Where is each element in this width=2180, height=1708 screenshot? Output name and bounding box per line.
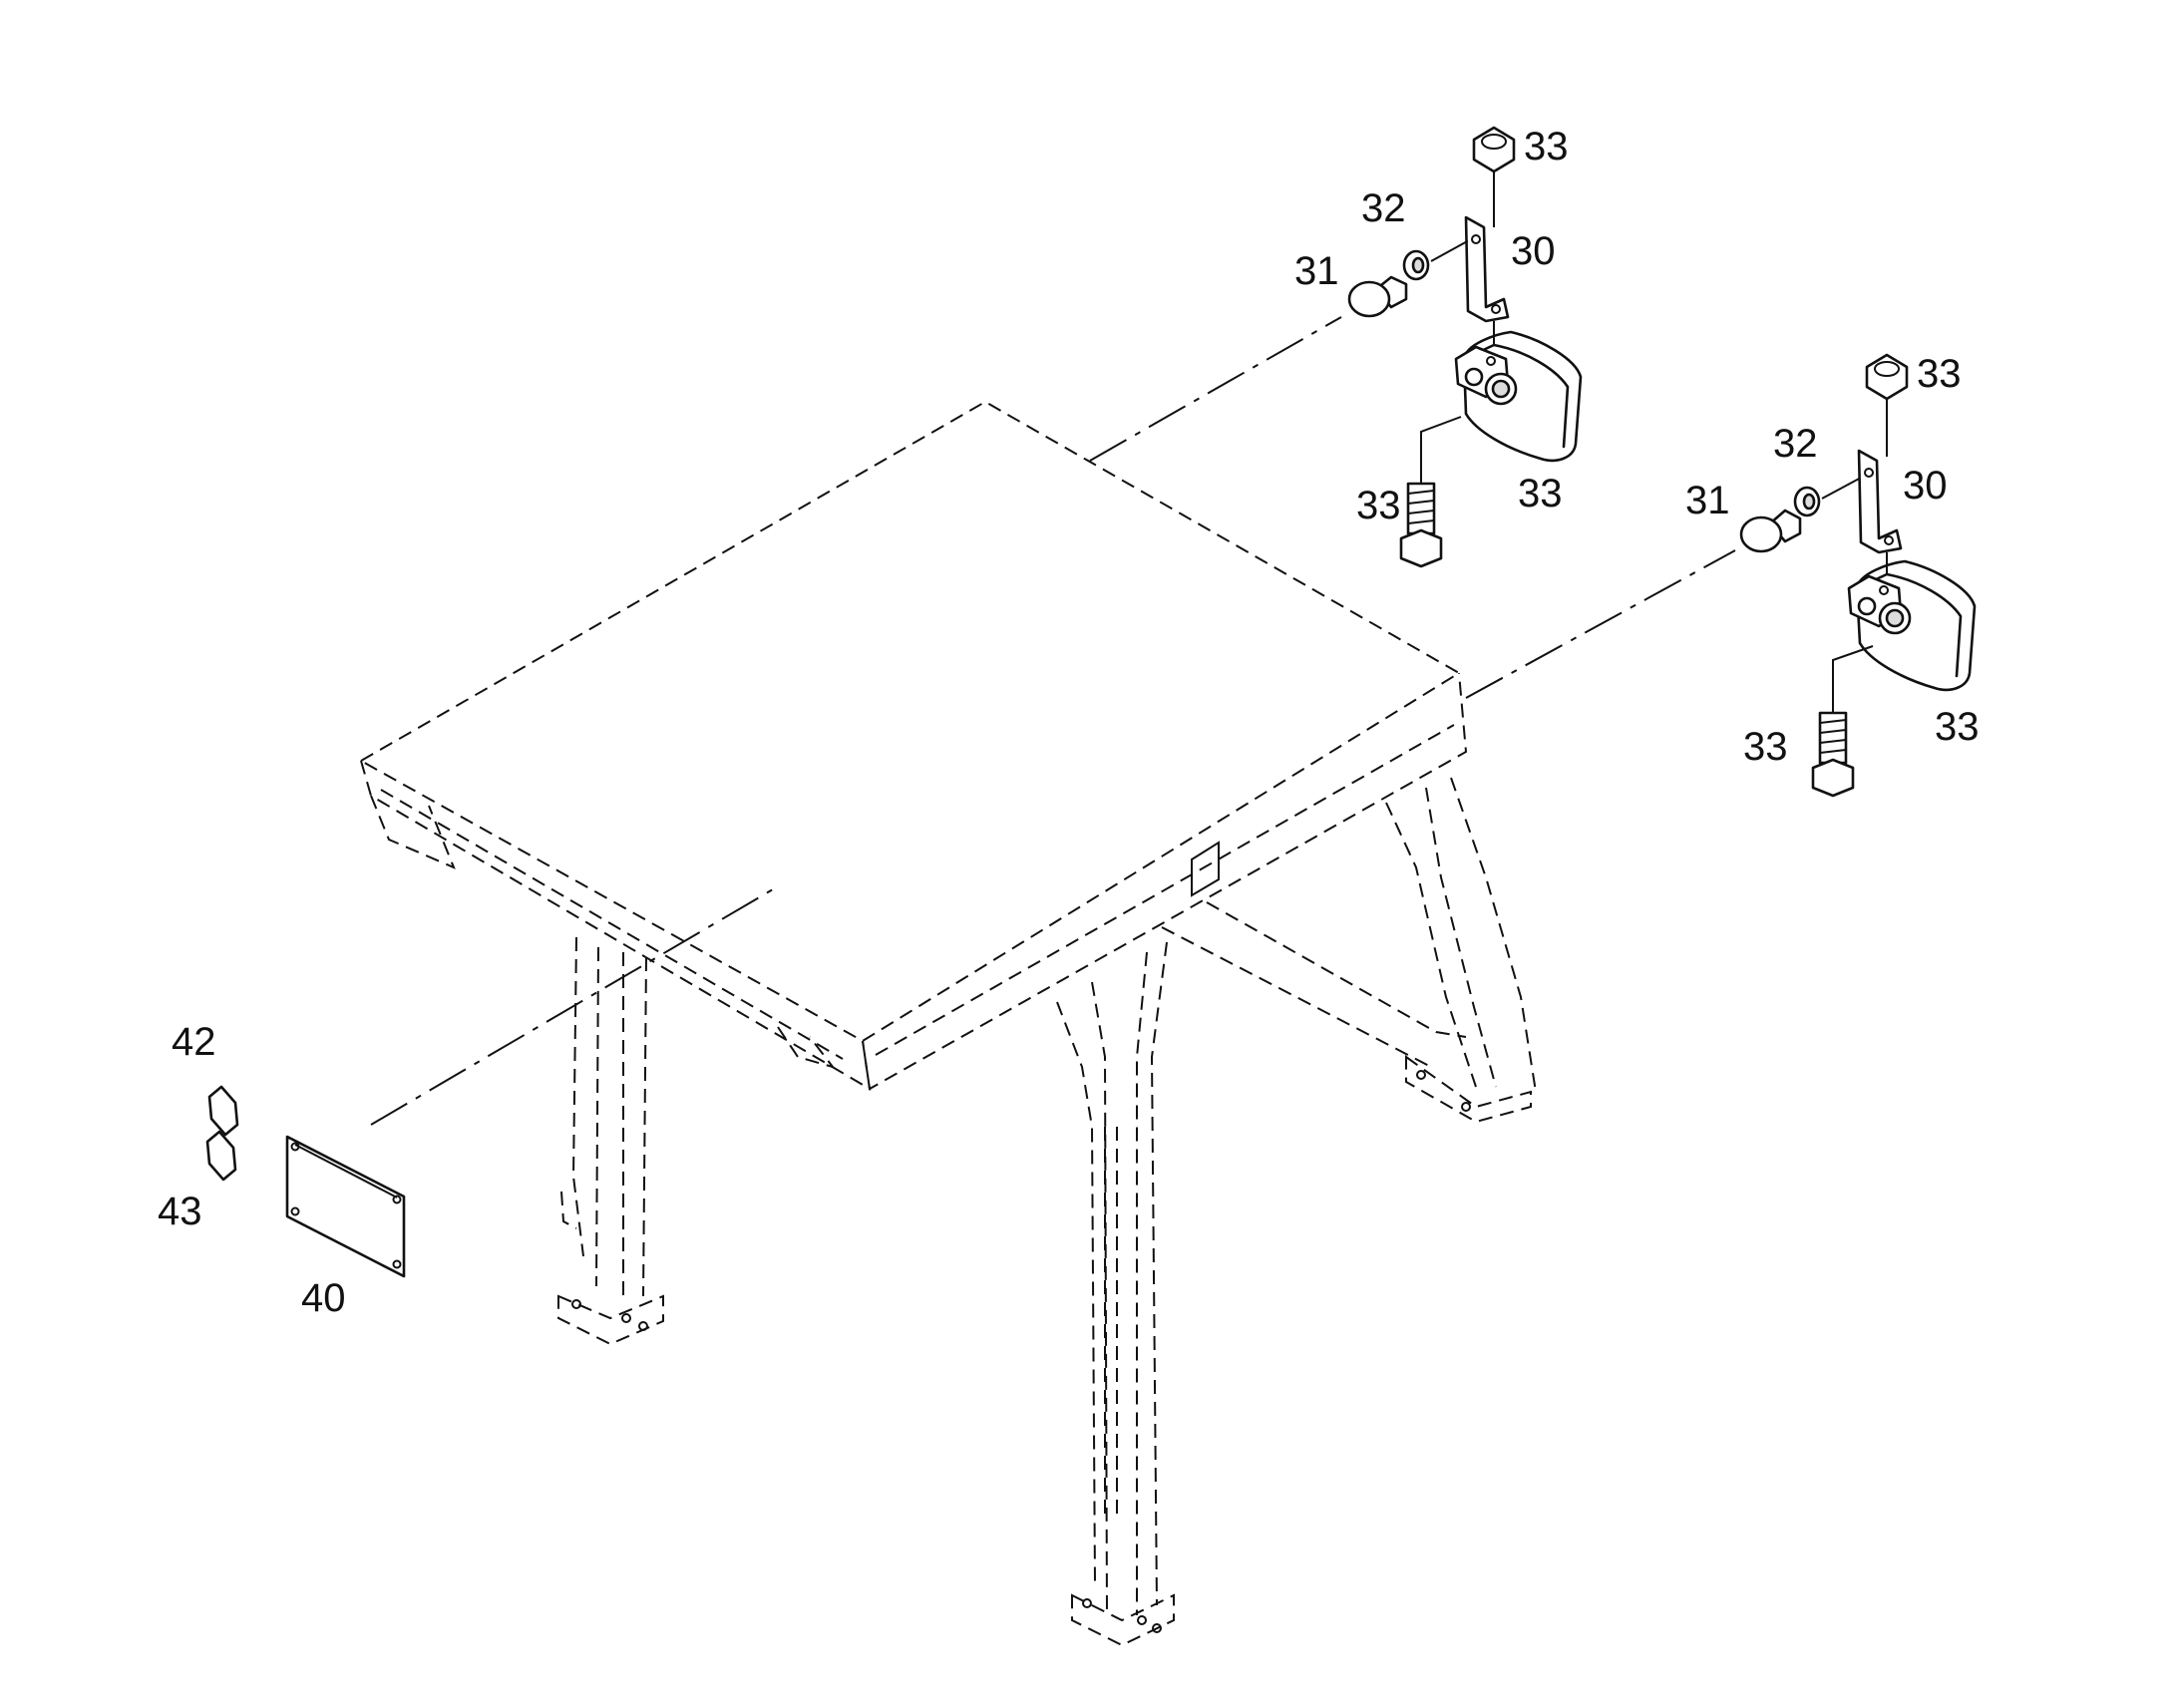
callout-upper-washer: 32 [1361,186,1406,230]
platform-leg-2 [1056,941,1175,1647]
platform-slot [1191,841,1220,897]
callout-lower-bracket: 30 [1903,464,1948,508]
upper-top-nut-icon [1472,126,1516,173]
leader-line-upper-lamp [1089,316,1342,462]
callout-lower-nut: 33 [1917,352,1962,396]
lower-washer-icon [1793,486,1821,517]
plate-icon [285,1135,406,1278]
callout-hex-lower: 43 [158,1190,202,1233]
hex-upper-icon [207,1085,239,1137]
lower-bolt-icon [1811,645,1874,798]
upper-knob-icon [1347,275,1408,318]
lower-lamp-icon [1847,559,1977,692]
callout-upper-nut: 33 [1524,125,1569,169]
callout-upper-lamp: 33 [1518,472,1563,515]
callout-upper-knob: 31 [1294,249,1339,293]
lower-bracket-icon [1857,449,1903,554]
upper-lamp-icon [1454,330,1583,463]
leader-line-lower-lamp [1465,549,1736,699]
upper-lamp-assembly [1347,126,1583,568]
hex-lower-icon [205,1130,237,1182]
lower-lamp-assembly [1739,353,1977,798]
platform-front-face [360,760,872,1091]
callout-lower-knob: 31 [1685,479,1730,522]
platform-top [358,400,1461,1043]
callout-lower-washer: 32 [1773,422,1818,466]
upper-bolt-icon [1399,416,1462,568]
lower-top-nut-icon [1865,353,1909,401]
callout-upper-bolt: 33 [1356,484,1401,527]
callout-hex-upper: 42 [172,1020,216,1064]
upper-bracket-icon [1464,215,1510,323]
platform-leg-1 [557,936,664,1346]
platform-rear-support [1161,777,1537,1124]
platform-assembly [358,400,1537,1647]
callout-lower-lamp: 33 [1935,705,1980,749]
lower-knob-icon [1739,509,1802,553]
callout-upper-bracket: 30 [1511,229,1556,273]
leader-line-plate [370,888,774,1126]
callout-plate: 40 [301,1276,346,1320]
platform-side-face [862,672,1468,1091]
upper-washer-icon [1402,249,1430,281]
callout-lower-bolt: 33 [1743,725,1788,769]
